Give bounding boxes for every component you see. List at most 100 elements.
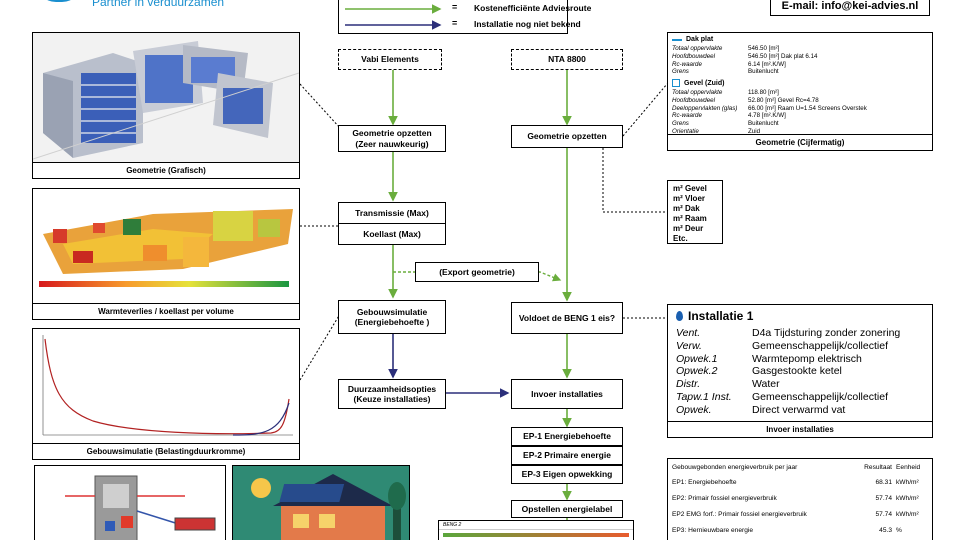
installatie-title-text: Installatie 1 — [688, 309, 754, 323]
m2-item: m² Dak — [673, 204, 700, 213]
dak-val-3: Buitenlucht — [748, 68, 779, 76]
gebouwsimulatie-box[interactable]: Gebouwsimulatie (Energiebehoefte ) — [338, 300, 446, 334]
inst-key-5: Tapw.1 Inst. — [676, 390, 732, 403]
energie-tabel-panel: Gebouwgebonden energieverbruik per jaar … — [667, 458, 933, 540]
inst-val-5: Gemeenschappelijk/collectief — [752, 390, 888, 403]
m2-list-panel: m² Gevel m² Vloer m² Dak m² Raam m² Deur… — [667, 180, 723, 244]
table-row-label: EP2 EMG forf.: Primair fossiel energieve… — [672, 511, 807, 518]
dak-key-2: Rc-waarde — [672, 60, 702, 68]
logo — [30, 0, 90, 8]
inst-key-0: Vent. — [676, 327, 701, 339]
table-row-value: 68.31 — [875, 479, 892, 486]
inst-val-2: Warmtepomp elektrisch — [752, 352, 862, 365]
inst-val-0: D4a Tijdsturing zonder zonering — [752, 327, 901, 339]
gevel-zuid-title: Gevel (Zuid) — [672, 79, 928, 87]
transmissie-box[interactable]: Transmissie (Max) — [338, 202, 446, 224]
m2-item: m² Raam — [673, 214, 707, 223]
legend — [338, 0, 568, 34]
dak-plat-title: Dak plat — [672, 36, 928, 43]
gevel-zuid-title-text: Gevel (Zuid) — [684, 79, 725, 87]
duurzaamheid-label: Duurzaamheidsopties (Keuze installaties) — [347, 383, 437, 404]
belastingduur-panel: Gebouwsimulatie (Belastingduurkromme) — [32, 328, 300, 460]
geometrie-grafisch-caption: Geometrie (Grafisch) — [33, 162, 299, 178]
col-eenheid: Eenheid — [896, 464, 921, 471]
table-row-label: EP3: Hernieuwbare energie — [672, 527, 754, 534]
gevel-key-4: Grens — [672, 120, 689, 127]
inst-val-1: Gemeenschappelijk/collectief — [752, 339, 888, 352]
gevel-val-5: Zuid — [748, 127, 761, 135]
vabi-elements-box[interactable]: Vabi Elements — [338, 49, 442, 70]
table-row-value: 57.74 — [875, 495, 892, 502]
gevel-val-4: Buitenlucht — [748, 120, 779, 127]
table-row-value: 57.74 — [875, 511, 892, 518]
beng-table-preview: BENG 2 — [438, 520, 634, 540]
koellast-box[interactable]: Koellast (Max) — [338, 223, 446, 245]
beng-check-box[interactable]: Voldoet de BENG 1 eis? — [511, 302, 623, 334]
dak-val-2: 6.14 [m².K/W] — [748, 60, 786, 68]
gebouwsimulatie-label: Gebouwsimulatie (Energiebehoefte ) — [354, 306, 430, 327]
house-solar-illustration — [232, 465, 410, 540]
legend-label-2: Installatie nog niet bekend — [474, 19, 581, 29]
ep3-box[interactable]: EP-3 Eigen opwekking — [511, 465, 623, 484]
inst-key-4: Distr. — [676, 378, 701, 391]
ep2-box[interactable]: EP-2 Primaire energie — [511, 446, 623, 465]
inst-val-6: Direct verwarmd vat — [752, 403, 846, 416]
dak-key-3: Grens — [672, 68, 689, 76]
beng-table-header: BENG 2 — [439, 521, 633, 530]
beng-table-bar — [443, 533, 629, 537]
dak-plat-icon — [672, 38, 682, 41]
heat-loss-model-image — [39, 209, 293, 287]
gevel-val-2: 66.00 [m²] Raam U=1.54 Screens Overstek — [748, 104, 867, 112]
m2-item: Etc. — [673, 234, 688, 243]
gevel-val-0: 118.80 [m²] — [748, 89, 779, 96]
legend-label-1: Kostenefficiënte Adviesroute — [474, 3, 592, 13]
house-solar-drawing — [251, 474, 406, 540]
m2-item: m² Gevel — [673, 184, 707, 193]
email-box[interactable]: E-mail: info@kei-advies.nl — [770, 0, 930, 16]
gevel-icon — [672, 79, 680, 87]
dak-key-0: Totaal oppervlakte — [672, 45, 723, 52]
gevel-key-3: Rc-waarde — [672, 112, 702, 120]
load-duration-curve-chart — [42, 335, 293, 436]
energielabel-box[interactable]: Opstellen energielabel — [511, 500, 623, 518]
building-3d-model-image — [33, 41, 299, 160]
installatie-rows: Vent.D4a Tijdsturing zonder zonering Ver… — [676, 327, 900, 417]
dak-plat-title-text: Dak plat — [686, 36, 714, 43]
export-geometrie-box[interactable]: (Export geometrie) — [415, 262, 539, 282]
dak-val-0: 546.50 [m²] — [748, 45, 780, 52]
table-row-label: EP1: Energiebehoefte — [672, 479, 737, 486]
gevel-key-0: Totaal oppervlakte — [672, 89, 723, 96]
installatie-caption: Invoer installaties — [668, 421, 932, 437]
geometrie-opzetten-right-box[interactable]: Geometrie opzetten — [511, 125, 623, 148]
logo-mark-icon — [36, 0, 82, 2]
table-row-label: EP2: Primair fossiel energieverbruik — [672, 495, 777, 502]
legend-eq-1: = — [452, 2, 458, 12]
energie-tabel-rows: EP1: Energiebehoefte 68.31 kWh/m² EP2: Pri… — [672, 479, 928, 534]
belastingduur-caption: Gebouwsimulatie (Belastingduurkromme) — [33, 443, 299, 459]
installation-schematic-image — [34, 465, 226, 540]
table-row-value: 45.3 — [879, 527, 892, 534]
ep1-box[interactable]: EP-1 Energiebehoefte — [511, 427, 623, 446]
flame-icon — [676, 311, 683, 321]
m2-item: m² Deur — [673, 224, 704, 233]
energie-tabel-header: Gebouwgebonden energieverbruik per jaar … — [672, 464, 928, 471]
inst-val-4: Water — [752, 378, 780, 391]
nta-8800-box[interactable]: NTA 8800 — [511, 49, 623, 70]
geometrie-opzetten-left-box[interactable]: Geometrie opzetten (Zeer nauwkeurig) — [338, 125, 446, 152]
inst-key-3: Opwek.2 — [676, 365, 718, 378]
energie-tabel-title: Gebouwgebonden energieverbruik per jaar — [672, 464, 798, 471]
table-row-unit: kWh/m² — [896, 495, 919, 502]
duurzaamheid-box[interactable]: Duurzaamheidsopties (Keuze installaties) — [338, 379, 446, 409]
m2-item: m² Vloer — [673, 194, 706, 203]
email-text: E-mail: info@kei-advies.nl — [781, 0, 919, 12]
invoer-installaties-box[interactable]: Invoer installaties — [511, 379, 623, 409]
col-resultaat: Resultaat — [864, 464, 892, 471]
installatie-panel: Installatie 1 Vent. D4a Tijdsturing zonde… — [667, 304, 933, 438]
warmteverlies-caption: Warmteverlies / koellast per volume — [33, 303, 299, 319]
table-row-unit: kWh/m² — [896, 479, 919, 486]
legend-eq-2: = — [452, 18, 458, 28]
warmteverlies-panel: Warmteverlies / koellast per volume — [32, 188, 300, 320]
table-row-unit: % — [896, 527, 902, 534]
